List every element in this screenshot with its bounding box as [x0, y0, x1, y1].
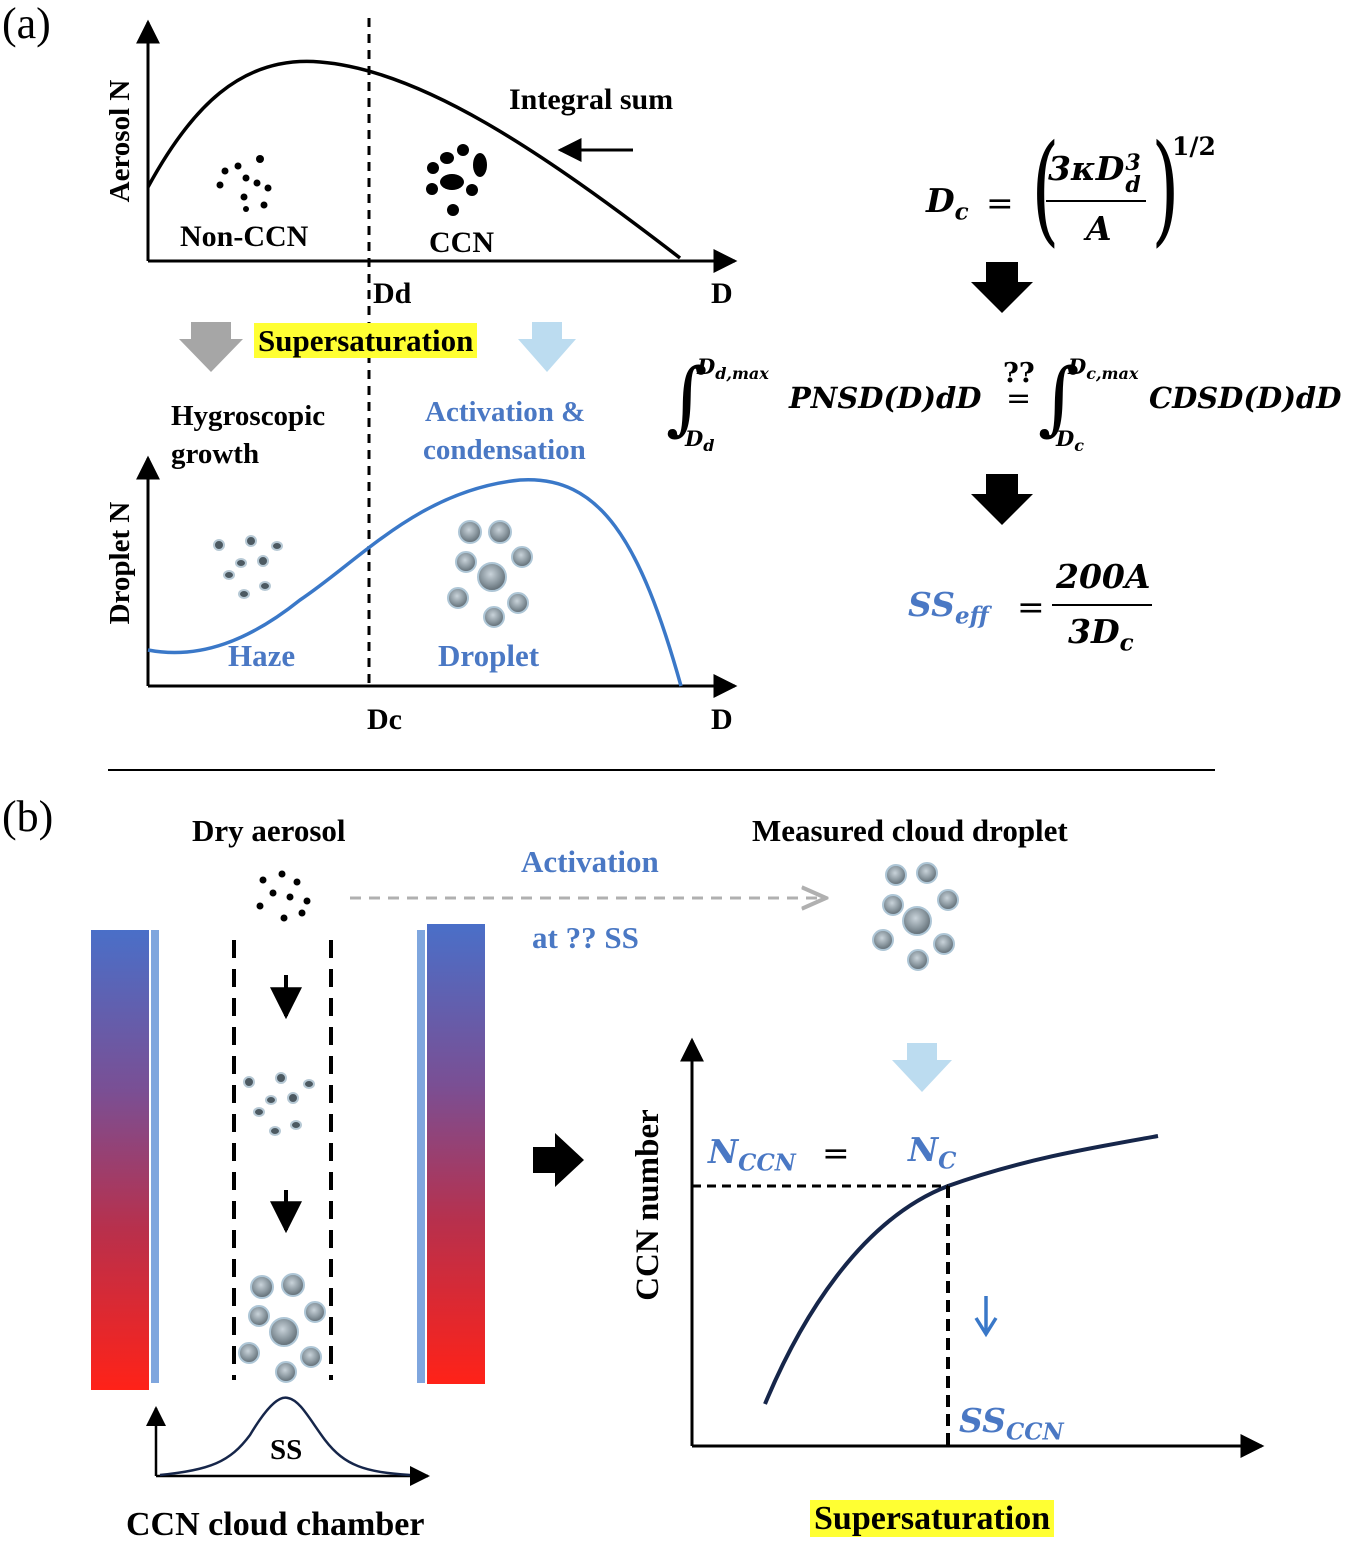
supersaturation-label-top: Supersaturation [254, 323, 478, 358]
ss-readout-arrow-head [974, 1317, 998, 1338]
x-axis-label-bottom: D [711, 703, 733, 736]
dry-aerosol-label: Dry aerosol [192, 813, 346, 848]
dry-aerosol-particles [256, 870, 311, 922]
nccn-equals: = [822, 1133, 850, 1172]
aerosol-plot [136, 19, 738, 273]
chamber-wall-right-liner [417, 930, 425, 1383]
hygroscopic-label-2: growth [171, 438, 260, 470]
droplet-axis-label: Droplet N [104, 501, 136, 625]
measured-droplets [872, 862, 959, 971]
aerosol-size-curve [146, 59, 682, 260]
panel-b-label: (b) [2, 792, 54, 841]
dd-label: Dd [373, 277, 412, 310]
chamber-wall-left-liner [151, 930, 159, 1383]
hygroscopic-label-1: Hygroscopic [171, 400, 326, 432]
non-ccn-label: Non-CCN [180, 220, 309, 253]
droplet-label: Droplet [438, 638, 540, 673]
dc-label: Dc [367, 703, 402, 736]
chamber-wall-left [91, 930, 149, 1390]
ccn-particles [426, 144, 487, 216]
ss-profile-curve [159, 1396, 411, 1477]
gray-down-arrow [179, 322, 243, 372]
integral-sum-label: Integral sum [509, 83, 674, 116]
chamber-haze-particles [243, 1072, 315, 1136]
light-blue-down-arrow [518, 322, 576, 372]
ccn-plot [680, 1037, 1265, 1458]
ccn-axis-label: CCN number [630, 1109, 666, 1301]
activation-label-1: Activation & [425, 396, 586, 428]
light-blue-down-arrow-b [892, 1043, 952, 1092]
eq-down-arrow-1 [971, 262, 1033, 313]
at-ss-label: at ?? SS [532, 920, 639, 955]
activated-droplets [447, 520, 533, 628]
eq-down-arrow-2 [971, 474, 1033, 525]
supersaturation-axis-label: Supersaturation [810, 1500, 1055, 1537]
haze-particles [213, 535, 283, 599]
nc-label: NC [908, 1130, 957, 1175]
ssccn-label: SSCCN [959, 1401, 1064, 1446]
chamber-wall-right [427, 924, 485, 1384]
ccn-spectrum-curve [763, 1134, 1159, 1405]
panel-a-label: (a) [2, 0, 51, 48]
chamber-label: CCN cloud chamber [126, 1506, 425, 1543]
aerosol-axis-label: Aerosol N [104, 79, 136, 203]
chamber-droplets [238, 1273, 326, 1383]
nccn-label: NCCN [708, 1132, 796, 1177]
non-ccn-particles [216, 155, 272, 212]
to-plot-arrow [533, 1133, 584, 1187]
droplet-plot [136, 455, 738, 698]
droplet-size-curve [147, 478, 683, 687]
ccn-label: CCN [429, 226, 494, 259]
activation-label: Activation [521, 844, 659, 879]
ss-profile-label: SS [270, 1434, 303, 1466]
x-axis-label-top: D [711, 277, 733, 310]
measured-droplet-label: Measured cloud droplet [752, 813, 1068, 848]
haze-label: Haze [228, 638, 296, 673]
activation-label-2: condensation [423, 434, 586, 466]
